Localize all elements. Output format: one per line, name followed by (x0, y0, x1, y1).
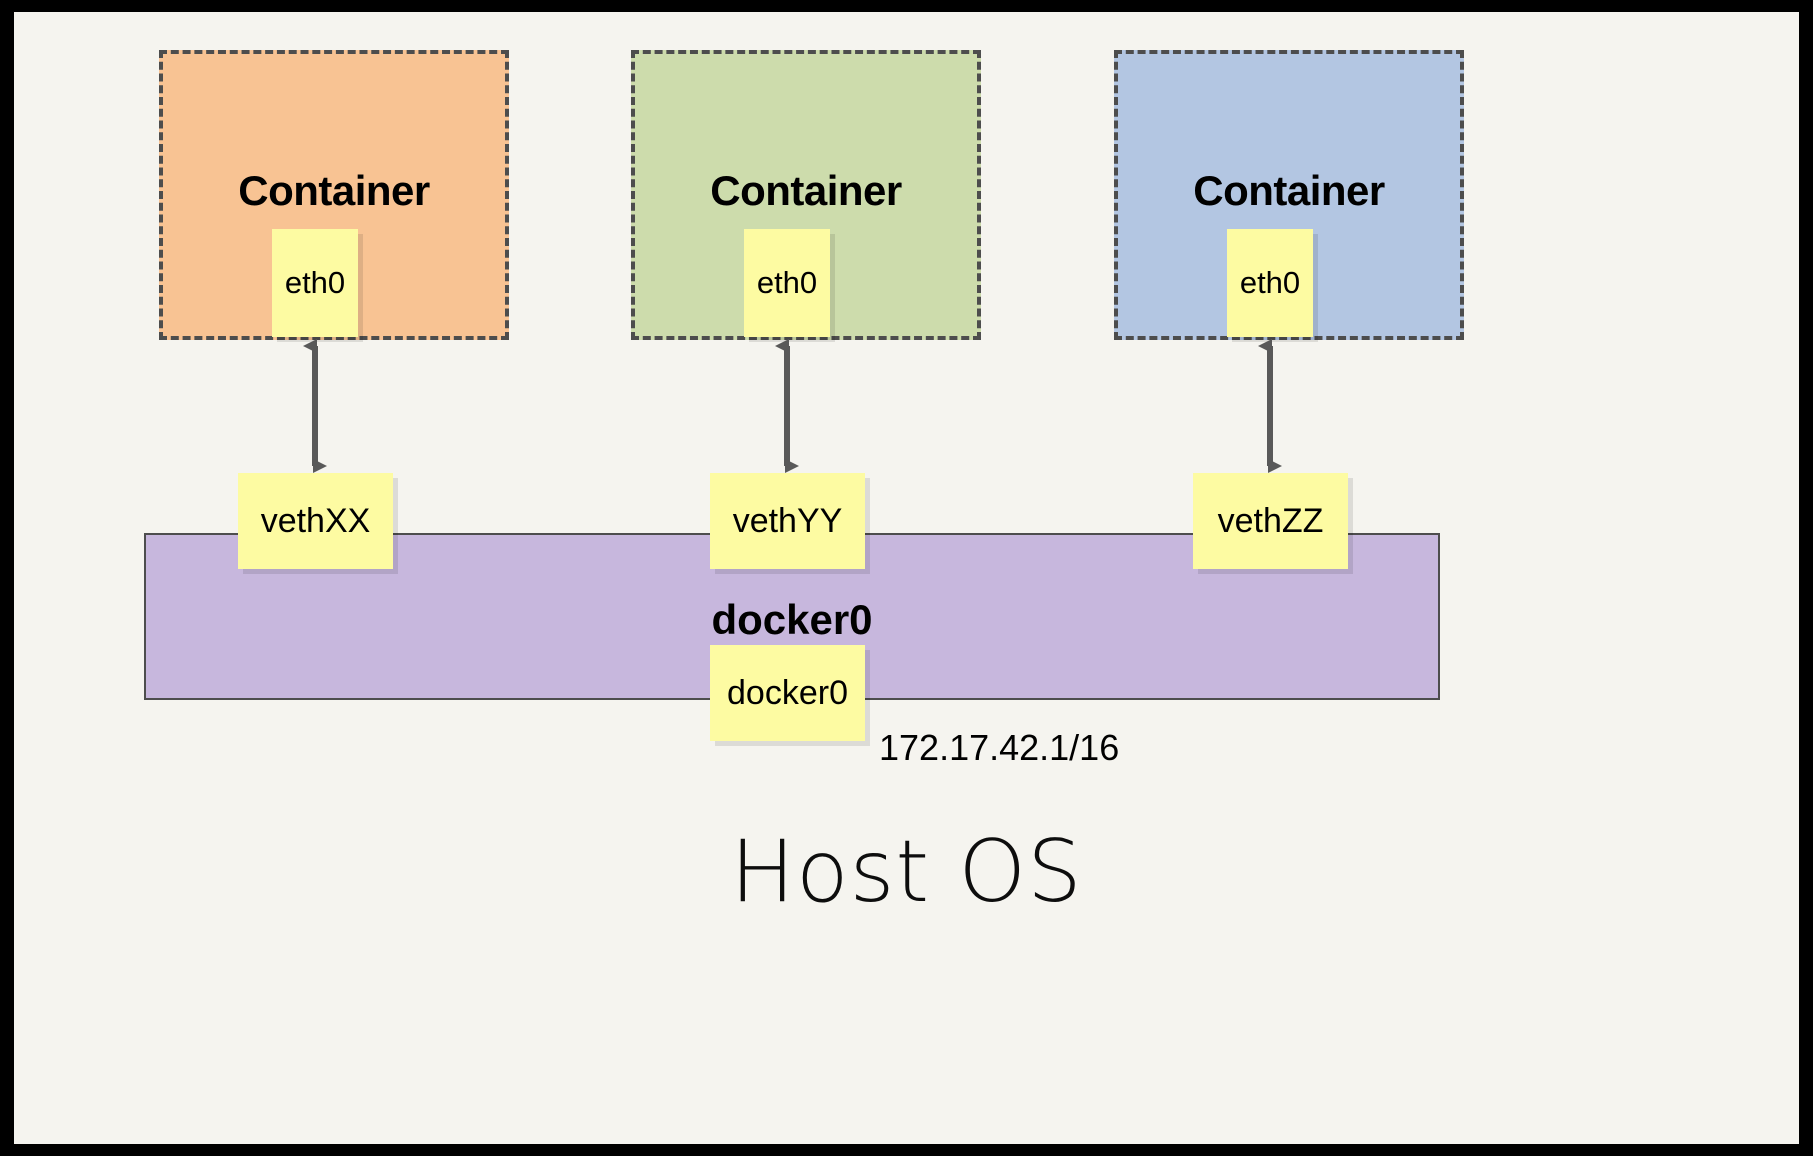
container-title-1: Container (238, 167, 430, 214)
veth-box-2: vethYY (710, 473, 865, 569)
veth-link-arrow-2 (775, 339, 799, 473)
eth0-box-2: eth0 (744, 229, 830, 337)
veth-link-arrow-3 (1258, 339, 1282, 473)
container-box-3 (1114, 50, 1464, 340)
veth-link-arrow-1 (303, 339, 327, 473)
diagram-page: Container eth0 Container eth0 Container … (14, 12, 1799, 1144)
docker0-interface-box: docker0 (710, 645, 865, 741)
eth0-box-1: eth0 (272, 229, 358, 337)
container-title-2: Container (710, 167, 902, 214)
host-os-label: Host OS (730, 822, 1083, 922)
veth-box-1: vethXX (238, 473, 393, 569)
docker0-bridge-label: docker0 (711, 596, 873, 643)
docker0-ip-label: 172.17.42.1/16 (879, 727, 1120, 768)
container-title-3: Container (1193, 167, 1385, 214)
eth0-box-3: eth0 (1227, 229, 1313, 337)
veth-box-3: vethZZ (1193, 473, 1348, 569)
